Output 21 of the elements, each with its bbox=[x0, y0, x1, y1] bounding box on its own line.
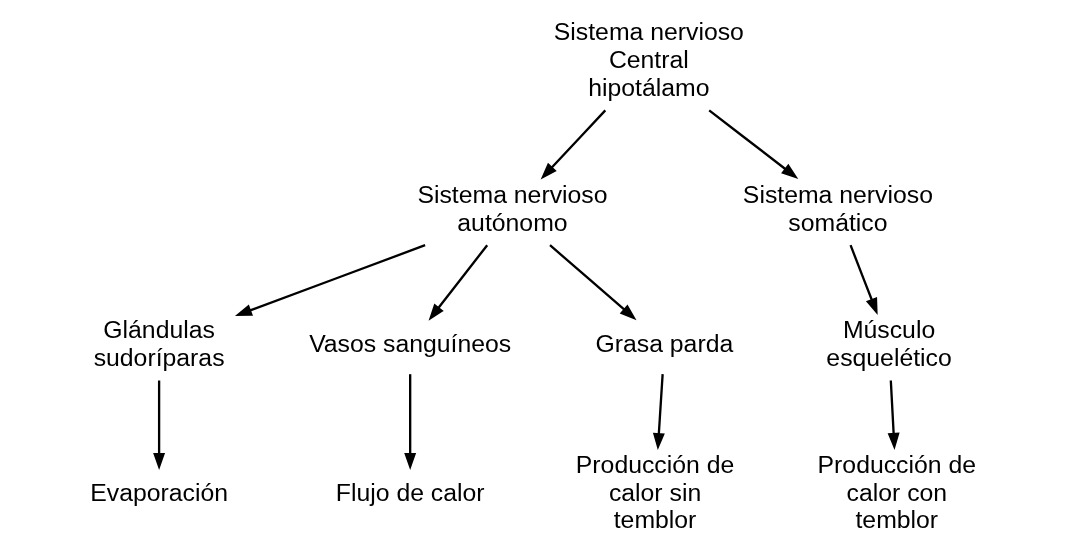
arrow bbox=[428, 244, 488, 321]
node-text: Vasos sanguíneos bbox=[308, 329, 511, 357]
arrow bbox=[849, 244, 878, 315]
arrow bbox=[548, 244, 636, 321]
node-text: Flujo de calor bbox=[335, 478, 485, 506]
arrow bbox=[652, 374, 665, 451]
arrow bbox=[403, 374, 416, 471]
node-text: Sistema nervioso autónomo bbox=[416, 181, 607, 236]
arrow bbox=[234, 244, 426, 317]
arrow bbox=[708, 109, 798, 179]
node-text: Producción de calor con temblor bbox=[817, 450, 976, 534]
arrow bbox=[540, 109, 606, 180]
arrow bbox=[152, 380, 165, 471]
node-text: Sistema nervioso somático bbox=[742, 181, 933, 236]
arrow bbox=[887, 380, 900, 450]
node-text: Glándulas sudoríparas bbox=[93, 315, 225, 371]
node-text: Evaporación bbox=[89, 478, 228, 506]
node-text: Sistema nervioso Central hipotálamo bbox=[553, 18, 744, 102]
node-text: Músculo esquelético bbox=[825, 315, 952, 371]
node-text: Grasa parda bbox=[594, 329, 733, 357]
node-text: Producción de calor sin temblor bbox=[575, 450, 734, 534]
